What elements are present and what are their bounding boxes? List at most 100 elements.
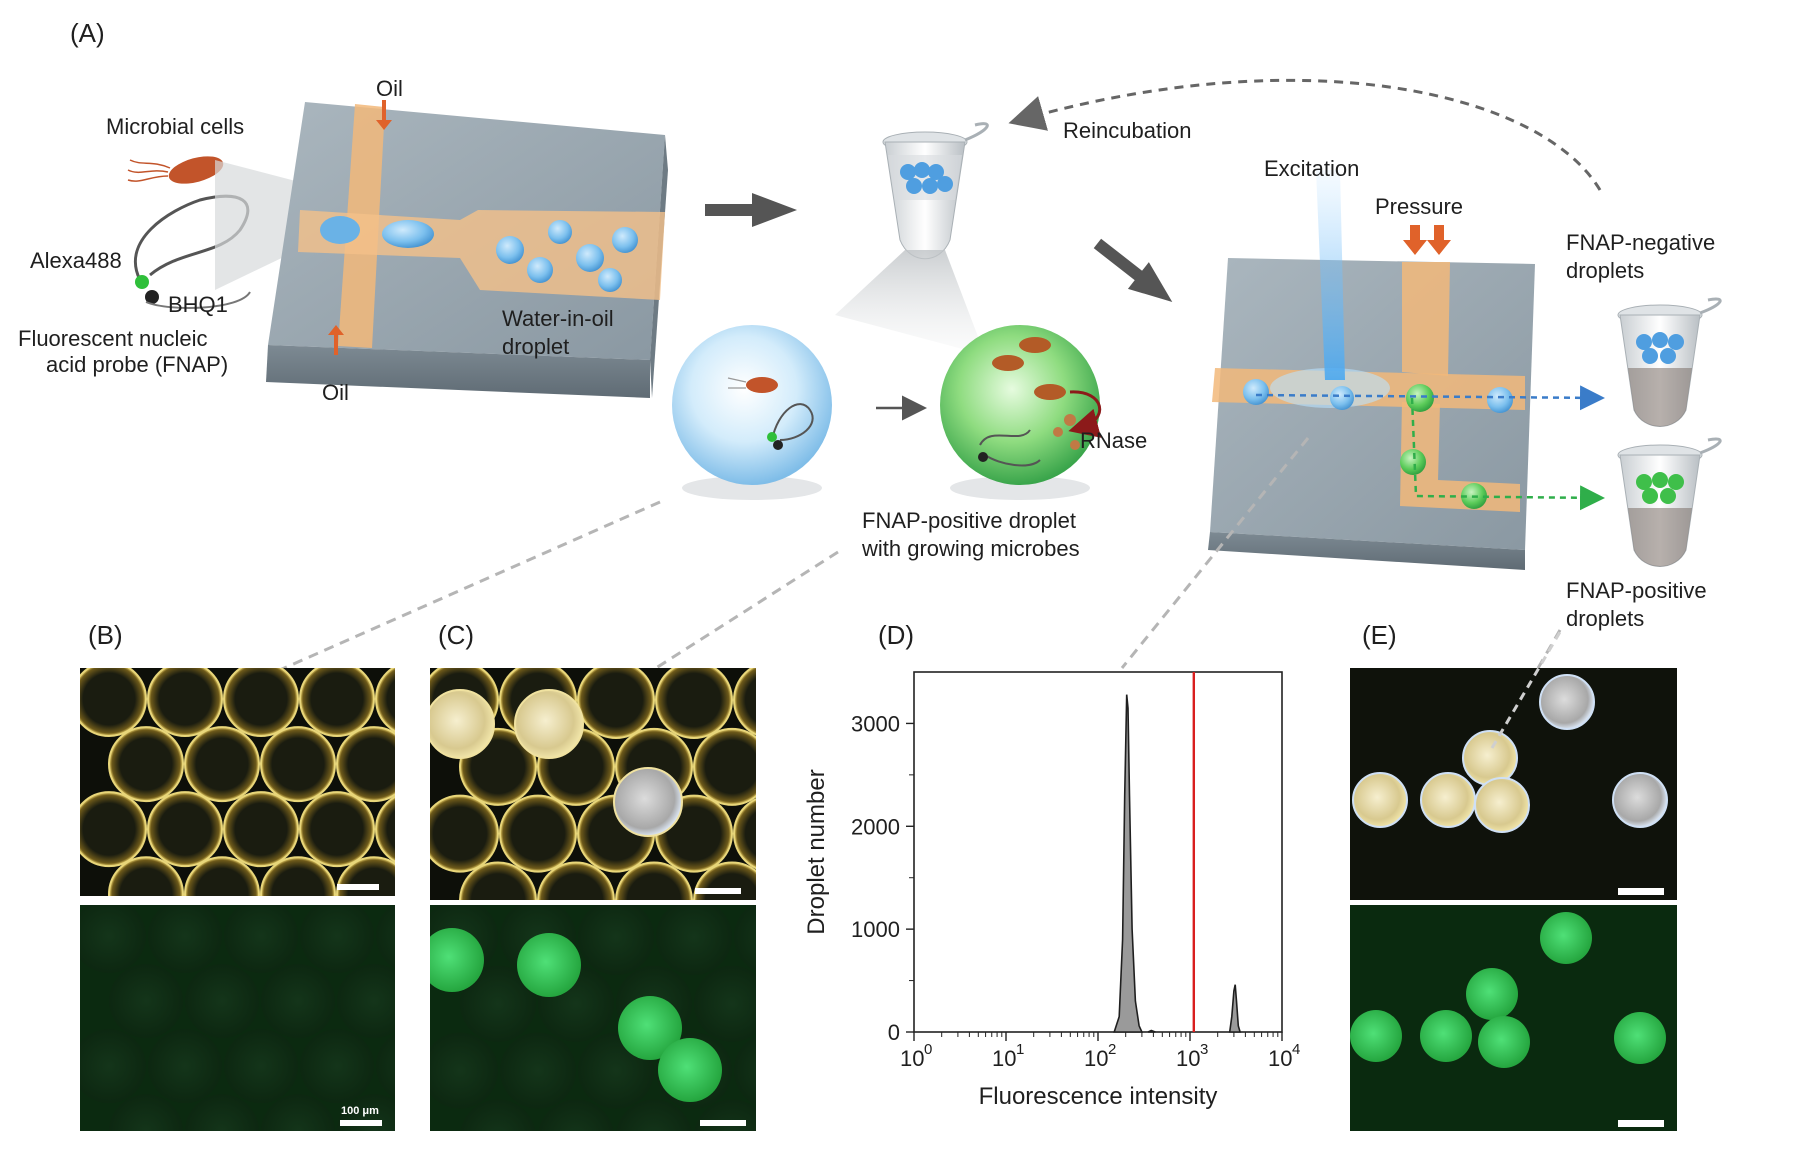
x-tick-exponent: 0 xyxy=(924,1041,932,1058)
label-pos-line1: FNAP-positive xyxy=(1566,578,1707,603)
label-rnase: RNase xyxy=(1080,428,1147,453)
droplet-image xyxy=(147,791,223,868)
fluorescent-droplet-image xyxy=(1614,1012,1666,1064)
droplet-image xyxy=(375,795,395,863)
droplet-image xyxy=(499,794,577,873)
label-pressure: Pressure xyxy=(1375,194,1463,219)
droplet-image xyxy=(184,856,260,896)
histogram-peak xyxy=(1113,694,1144,1033)
droplet-image xyxy=(300,905,374,973)
positive-droplet-image xyxy=(430,689,495,759)
droplet-image xyxy=(460,1099,536,1131)
droplet-image xyxy=(537,861,615,900)
droplet-image xyxy=(223,791,299,868)
droplet-image xyxy=(656,905,732,975)
y-tick-label: 3000 xyxy=(851,711,900,736)
x-tick-label: 10 xyxy=(992,1046,1016,1071)
droplet-image xyxy=(693,727,756,806)
label-microbial-cells: Microbial cells xyxy=(106,114,244,139)
y-axis-label: Droplet number xyxy=(803,769,830,934)
droplet-image xyxy=(337,964,395,1039)
panel-label-e: (E) xyxy=(1362,620,1397,650)
scale-bar-label: 100 μm xyxy=(341,1105,379,1117)
y-tick-label: 1000 xyxy=(851,917,900,942)
droplet-image xyxy=(459,861,537,900)
droplet-image xyxy=(376,1033,395,1099)
forming-droplet xyxy=(320,216,360,244)
fluorescent-droplet-image xyxy=(1540,912,1592,964)
droplet-image xyxy=(108,726,184,803)
droplet-sorting-chip xyxy=(1208,258,1605,570)
droplet-image xyxy=(336,726,395,803)
fluorescent-droplet-image xyxy=(1478,1016,1530,1068)
droplet-image xyxy=(147,668,223,737)
excitation-beam xyxy=(1316,170,1345,380)
droplet-image xyxy=(430,1032,498,1109)
droplet-image xyxy=(261,1094,335,1131)
process-arrow-diagonal-icon xyxy=(1093,238,1173,302)
label-neg-line2: droplets xyxy=(1566,258,1644,283)
histogram-peak xyxy=(1228,984,1242,1033)
droplet-image xyxy=(460,965,536,1042)
droplet-image xyxy=(500,1032,576,1109)
positive-droplet-image xyxy=(514,689,584,759)
fnap-negative-droplet-large xyxy=(672,325,832,500)
connector-line xyxy=(1490,631,1562,749)
droplet-image xyxy=(80,791,147,868)
x-tick-label: 10 xyxy=(1176,1046,1200,1071)
zoom-cone-tube xyxy=(835,250,985,355)
alexa488-dot-icon xyxy=(135,275,149,289)
droplet-image xyxy=(430,794,499,873)
scale-bar xyxy=(1618,888,1664,895)
reincubation-tube-icon xyxy=(882,122,989,260)
sorted-droplet-image xyxy=(1474,777,1530,833)
droplet xyxy=(598,268,622,292)
droplet-image xyxy=(109,1094,183,1131)
droplet-image xyxy=(615,861,693,900)
droplet-image xyxy=(694,965,756,1042)
droplet xyxy=(576,244,604,272)
fluorescent-droplet-image xyxy=(658,1038,722,1102)
label-pos-line2: droplets xyxy=(1566,606,1644,631)
bhq1-dot-icon xyxy=(145,290,159,304)
label-wio-line2: droplet xyxy=(502,334,569,359)
label-bhq1: BHQ1 xyxy=(168,292,228,317)
droplet-image xyxy=(734,905,756,972)
fluorescent-droplet-image xyxy=(1466,968,1518,1020)
panel-label-a: (A) xyxy=(70,18,105,48)
droplet-generation-chip xyxy=(266,100,668,398)
pressure-arrows-icon xyxy=(1403,225,1451,255)
oil-arrow-up-icon xyxy=(328,325,344,355)
droplet-image xyxy=(80,1029,146,1104)
droplet-image xyxy=(224,1029,298,1104)
micrograph-b-fluorescence: 100 μm xyxy=(80,905,395,1131)
label-fnap-line2: acid probe (FNAP) xyxy=(46,352,228,377)
droplet-image xyxy=(375,668,395,733)
droplet-image xyxy=(300,1029,374,1104)
droplet xyxy=(548,220,572,244)
droplet xyxy=(612,227,638,253)
droplet-image xyxy=(148,905,222,973)
scale-bar xyxy=(340,1120,382,1126)
micrograph-b-brightfield xyxy=(80,668,395,896)
x-tick-exponent: 3 xyxy=(1200,1041,1208,1058)
panel-label-d: (D) xyxy=(878,620,914,650)
droplet-image xyxy=(577,668,655,739)
oil-arrow-down-icon xyxy=(376,100,392,130)
label-oil-bottom: Oil xyxy=(322,380,349,405)
droplet-image xyxy=(185,1094,259,1131)
y-tick-label: 2000 xyxy=(851,814,900,839)
label-neg-line1: FNAP-negative xyxy=(1566,230,1715,255)
label-excitation: Excitation xyxy=(1264,156,1359,181)
y-tick-label: 0 xyxy=(888,1020,900,1045)
droplet-image xyxy=(578,905,654,975)
droplet-image xyxy=(733,798,756,870)
fnap-positive-droplet-large xyxy=(940,325,1102,500)
process-arrow-right-icon xyxy=(705,193,797,227)
droplet-image xyxy=(299,668,375,737)
label-alexa488: Alexa488 xyxy=(30,248,122,273)
label-fnap-line1: Fluorescent nucleic xyxy=(18,326,208,351)
droplet xyxy=(496,236,524,264)
micrograph-c-brightfield xyxy=(430,668,756,900)
